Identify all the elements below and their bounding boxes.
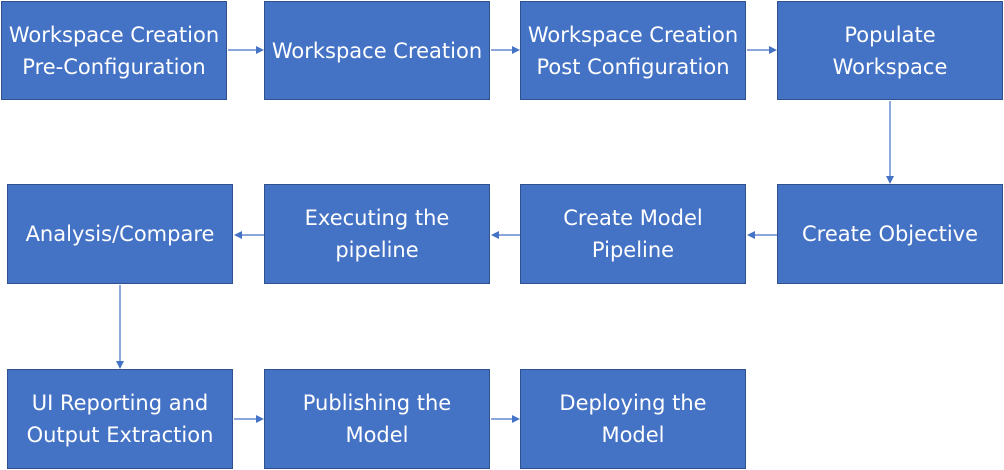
step-workspace-creation-post-configuration: Workspace Creation Post Configuration bbox=[520, 1, 746, 100]
step-populate-workspace: Populate Workspace bbox=[777, 1, 1003, 100]
arrow-publishing-to-deploying bbox=[491, 415, 520, 423]
step-ui-reporting-and-output-extraction: UI Reporting and Output Extraction bbox=[7, 369, 233, 469]
arrow-populate-to-create-objective bbox=[886, 101, 894, 184]
step-workspace-creation-pre-configuration: Workspace Creation Pre-Configuration bbox=[1, 1, 227, 100]
step-label: Create Objective bbox=[801, 222, 979, 246]
step-publishing-the-model: Publishing the Model bbox=[264, 369, 490, 469]
step-label: UI Reporting and Output Extraction bbox=[26, 391, 214, 447]
arrow-executing-to-analysis bbox=[234, 231, 264, 239]
arrow-ui-reporting-to-publishing bbox=[234, 415, 264, 423]
step-label: Deploying the Model bbox=[559, 391, 707, 447]
step-label: Workspace Creation Post Configuration bbox=[527, 22, 739, 79]
step-executing-the-pipeline: Executing the pipeline bbox=[264, 184, 490, 284]
step-deploying-the-model: Deploying the Model bbox=[520, 369, 746, 469]
step-create-model-pipeline: Create Model Pipeline bbox=[520, 184, 746, 284]
arrow-model-pipeline-to-executing bbox=[491, 231, 520, 239]
step-create-objective: Create Objective bbox=[777, 184, 1003, 284]
arrow-analysis-to-ui-reporting bbox=[116, 285, 124, 369]
arrow-create-objective-to-model-pipeline bbox=[747, 231, 777, 239]
step-label: Analysis/Compare bbox=[25, 222, 215, 246]
arrow-pre-config-to-creation bbox=[228, 46, 264, 54]
arrow-post-config-to-populate bbox=[747, 46, 777, 54]
step-label: Publishing the Model bbox=[302, 391, 452, 447]
step-label: Workspace Creation Pre-Configuration bbox=[8, 22, 220, 79]
step-label: Create Model Pipeline bbox=[563, 206, 703, 262]
step-workspace-creation: Workspace Creation bbox=[264, 1, 490, 100]
step-analysis-compare: Analysis/Compare bbox=[7, 184, 233, 284]
step-label: Executing the pipeline bbox=[304, 206, 450, 262]
step-label: Workspace Creation bbox=[271, 38, 483, 63]
arrow-creation-to-post-config bbox=[491, 46, 520, 54]
step-label: Populate Workspace bbox=[832, 22, 948, 79]
